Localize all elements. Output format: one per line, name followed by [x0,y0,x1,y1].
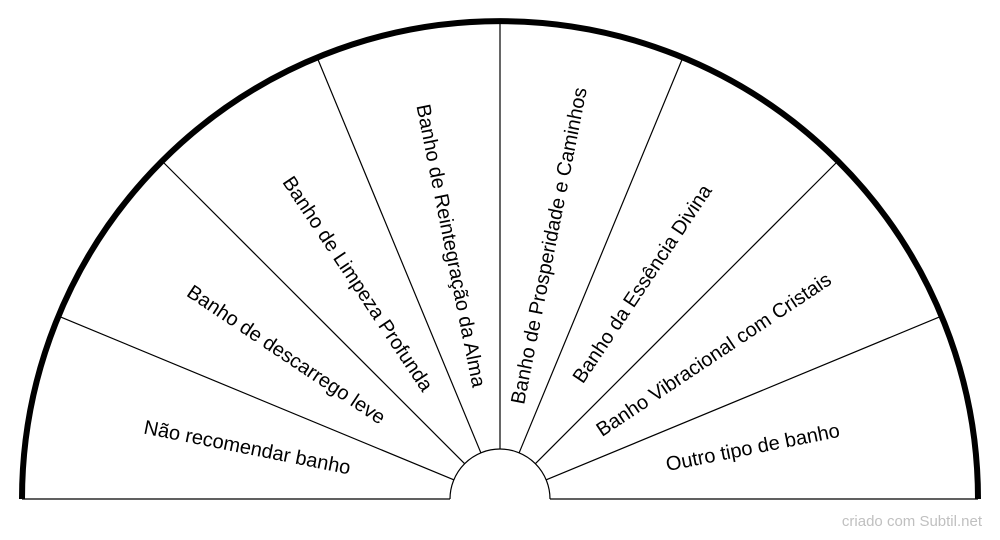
segment-divider [518,57,684,454]
segment-divider [316,57,482,454]
footer-credit: criado com Subtil.net [841,513,982,530]
segment-divider [58,315,455,481]
segment-label: Banho de Reintegração da Alma [412,102,490,390]
segment-label: Outro tipo de banho [664,420,842,476]
outer-semicircle-arc [19,18,981,500]
segment-label: Não recomendar banho [142,417,352,480]
segment-dividers [58,21,942,481]
segment-divider [534,160,839,465]
segment-divider [545,315,942,481]
center-hub-arc [449,448,551,500]
segment-divider [161,160,466,465]
